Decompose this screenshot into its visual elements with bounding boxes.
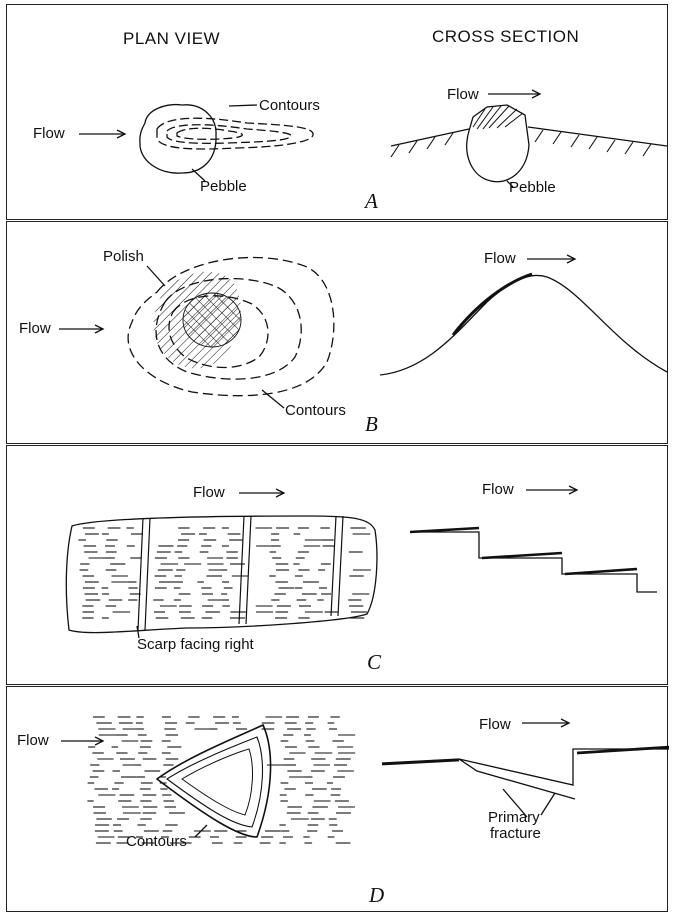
- fracture-profile-d: [382, 749, 669, 799]
- panel-d-drawing: [7, 687, 669, 913]
- panel-c-drawing: [7, 446, 669, 686]
- stoss-profile-b: [380, 275, 667, 375]
- crescentic-gouge-outline-d: [157, 725, 271, 837]
- ground-hatch-a: [391, 130, 651, 157]
- panel-b: Flow Polish Contours Flow B: [6, 221, 668, 444]
- rock-outline-c: [66, 516, 377, 633]
- pebble-outline-cross-a: [467, 105, 529, 182]
- panel-c: Flow Flow Scarp facing right C: [6, 445, 668, 685]
- stepped-profile-c: [410, 532, 657, 592]
- panel-d: Flow Flow Contours Primary fracture D: [6, 686, 668, 912]
- polished-stoss-face-b: [453, 274, 532, 335]
- scarp-lines-c: [138, 516, 343, 630]
- polish-core-b: [183, 293, 241, 347]
- contours-plan-a: [157, 118, 313, 149]
- striations-c: [78, 528, 370, 618]
- panel-a: PLAN VIEW CROSS SECTION Flow Contours Pe…: [6, 4, 668, 220]
- panel-a-drawing: [7, 5, 669, 221]
- panel-b-drawing: [7, 222, 669, 445]
